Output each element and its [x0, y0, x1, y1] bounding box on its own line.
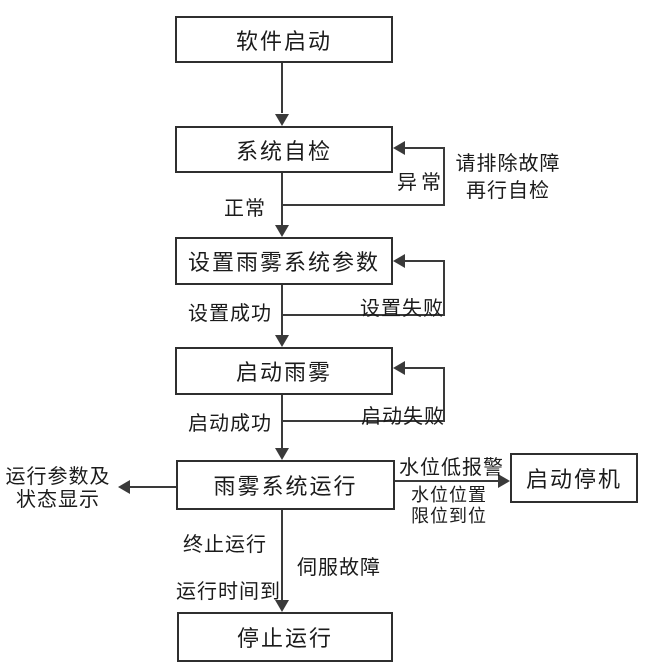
node-label: 系统自检 [235, 138, 332, 164]
arrow-right-icon [498, 474, 510, 488]
connector-setparams-to-startrain [281, 285, 283, 338]
arrow-left-icon [118, 480, 130, 494]
label-status-display-line2: 状态显示 [16, 489, 100, 511]
connector-running-to-display [130, 486, 176, 488]
node-label: 停止运行 [236, 626, 333, 651]
loop-startfail-top-line [405, 367, 445, 369]
arrow-left-icon [393, 361, 405, 375]
arrow-down-icon [275, 335, 289, 347]
arrow-down-icon [275, 114, 289, 126]
flow-node-rain-fog-running: 雨雾系统运行 [176, 460, 395, 510]
node-label: 软件启动 [235, 28, 332, 54]
loop-setfail-vertical-line [443, 260, 445, 316]
loop-startfail-vertical-line [443, 367, 445, 422]
loop-abnormal-top-line [405, 147, 445, 149]
edge-label-water-position: 水位位置 限位到位 [404, 485, 494, 527]
flow-node-set-rain-fog-params: 设置雨雾系统参数 [175, 237, 393, 285]
edge-label-servo-fault: 伺服故障 [297, 557, 381, 579]
label-status-display-line1: 运行参数及 [5, 466, 111, 488]
edge-label-set-success: 设置成功 [188, 303, 272, 325]
flow-node-system-self-check: 系统自检 [175, 126, 393, 173]
node-label: 雨雾系统运行 [213, 474, 358, 499]
arrow-down-icon [275, 448, 289, 460]
connector-start-to-selfcheck [281, 63, 283, 113]
flow-node-stop-running: 停止运行 [177, 612, 393, 662]
node-label: 启动停机 [525, 467, 622, 492]
edge-label-time-up: 运行时间到 [176, 581, 281, 603]
flow-node-software-start: 软件启动 [175, 16, 393, 63]
loop-setfail-bottom-line [281, 314, 445, 316]
note-fix-fault: 请排除故障 再行自检 [448, 151, 568, 205]
node-label: 启动雨雾 [235, 360, 332, 385]
edge-label-low-water-alarm: 水位低报警 [399, 457, 504, 479]
note-fix-fault-line2: 再行自检 [466, 180, 550, 202]
flow-node-start-shutdown: 启动停机 [510, 453, 638, 503]
arrow-left-icon [393, 141, 405, 155]
edge-label-normal: 正常 [224, 198, 266, 220]
note-fix-fault-line1: 请排除故障 [455, 153, 561, 175]
loop-abnormal-bottom-line [281, 204, 445, 206]
edge-label-abnormal: 异常 [397, 172, 445, 194]
label-status-display: 运行参数及 状态显示 [2, 466, 114, 512]
arrow-left-icon [393, 254, 405, 268]
connector-startrain-to-running [281, 395, 283, 448]
edge-label-water-position-line1: 水位位置 [411, 485, 487, 505]
edge-label-terminate: 终止运行 [183, 534, 267, 556]
connector-running-to-stop [281, 510, 283, 602]
loop-setfail-top-line [405, 260, 445, 262]
edge-label-set-fail: 设置失败 [360, 298, 444, 320]
connector-running-to-shutdown [395, 480, 499, 482]
arrow-down-icon [275, 600, 289, 612]
edge-label-water-position-line2: 限位到位 [411, 506, 487, 526]
loop-startfail-bottom-line [281, 420, 445, 422]
connector-selfcheck-to-setparams [281, 173, 283, 226]
flow-node-start-rain-fog: 启动雨雾 [175, 347, 393, 395]
arrow-down-icon [275, 225, 289, 237]
edge-label-start-fail: 启动失败 [361, 406, 445, 428]
edge-label-start-success: 启动成功 [188, 413, 272, 435]
node-label: 设置雨雾系统参数 [187, 250, 380, 275]
loop-abnormal-vertical-line [443, 147, 445, 206]
